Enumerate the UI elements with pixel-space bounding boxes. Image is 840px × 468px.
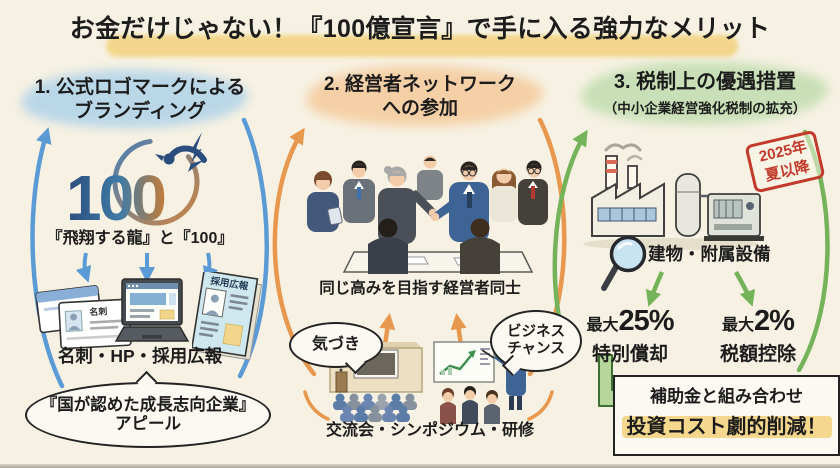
bottom-edge-shade: [0, 464, 840, 468]
magnifier-icon: [601, 235, 647, 291]
seminar-attendees: [440, 386, 500, 424]
benefit-left-value: 25%: [618, 305, 674, 337]
title-highlight: [106, 35, 738, 57]
brochure-label: 採用広報: [210, 275, 250, 293]
branding-cycle-arrow-left: [30, 127, 65, 389]
seminar-illustration: [433, 341, 526, 424]
combo-line1: 補助金と組み合わせ: [650, 387, 803, 406]
page-title-block: お金だけじゃない！『100億宣言』で手に入る強力なメリット: [0, 9, 840, 57]
network-heading: 2. 経営者ネットワーク への参加: [290, 73, 550, 122]
branding-heading: 1. 公式ロゴマークによる ブランディング: [0, 76, 280, 125]
benefit-left-label: 特別償却: [591, 344, 668, 365]
tax-heading-line1: 3. 税制上の優遇措置: [613, 71, 797, 93]
network-heading-line1: 2. 経営者ネットワーク: [323, 74, 517, 95]
benefit-right-prefix: 最大: [722, 317, 755, 334]
person-woman-left: [307, 171, 343, 232]
benefit-right-value: 2%: [754, 305, 795, 337]
branding-heading-highlight: [22, 70, 248, 128]
person-man-red-tie: [518, 160, 548, 225]
business-chance-line1: ビジネス: [507, 324, 565, 341]
benefit-special-depreciation: 最大25% 特別償却: [563, 305, 697, 366]
benefit-tax-credit: 最大2% 税額控除: [696, 305, 820, 366]
logo-caption: 『飛翔する龍』と『100』: [46, 230, 234, 247]
events-arc-left: [303, 390, 330, 421]
media-caption: 名刺・HP・採用広報: [57, 346, 223, 366]
recruit-brochure-icon: 採用広報: [192, 272, 263, 361]
person-woman-blouse: [490, 168, 518, 222]
branding-appeal-bubble: 『国が認めた成長志向企業』 アピール: [25, 382, 271, 448]
combo-line2-highlight: 投資コスト劇的削減！: [621, 416, 832, 438]
tax-heading-highlight: [582, 62, 828, 124]
audience-heads: [333, 393, 417, 422]
person-seated-left: [368, 218, 408, 274]
card-label: 名刺: [89, 305, 108, 317]
awareness-bubble: 気づき: [289, 322, 383, 368]
benefit-left-prefix: 最大: [586, 317, 619, 334]
people-network-illustration: [307, 155, 548, 274]
person-seated-right: [460, 218, 500, 274]
arrow-to-cards: [75, 252, 92, 283]
network-heading-line2: への参加: [381, 98, 458, 120]
events-arc-right: [527, 390, 554, 421]
tax-heading-line2: （中小企業経営強化税制の拡充）: [603, 101, 807, 116]
laptop-icon: [114, 278, 190, 342]
branding-bubble-line1: 『国が認めた成長志向企業』: [40, 396, 256, 415]
arrow-to-tax-credit: [734, 270, 756, 307]
combo-box: 補助金と組み合わせ 投資コスト劇的削減！: [613, 375, 840, 456]
page-title: お金だけじゃない！『100億宣言』で手に入る強力なメリット: [69, 15, 771, 43]
network-heading-highlight: [307, 66, 543, 126]
branding-heading-line2: ブランディング: [74, 101, 206, 123]
person-back-center: [417, 155, 443, 200]
people-caption: 同じ高みを目指す経営者同士: [319, 280, 521, 297]
business-cards-icon: 名刺: [35, 285, 132, 350]
dragon-100-logo-icon: 100: [66, 132, 207, 230]
factory-icon: [583, 143, 764, 250]
dragon-icon: [155, 132, 207, 172]
logo-100-text: 100: [66, 162, 164, 230]
branding-bubble-line2: アピール: [115, 415, 181, 433]
combo-line2: 投資コスト劇的削減！: [615, 410, 838, 439]
person-man-gray: [343, 160, 375, 223]
business-chance-bubble: ビジネス チャンス: [490, 310, 582, 372]
tax-target-caption: 建物・附属設備: [648, 244, 771, 264]
events-caption: 交流会・シンポジウム・研修: [325, 422, 534, 439]
business-chance-line2: チャンス: [507, 341, 565, 357]
arrow-to-special-depreciation: [645, 271, 665, 307]
branding-heading-line1: 1. 公式ロゴマークによる: [34, 77, 246, 98]
benefit-right-label: 税額控除: [719, 344, 796, 365]
awareness-bubble-text: 気づき: [311, 335, 360, 353]
